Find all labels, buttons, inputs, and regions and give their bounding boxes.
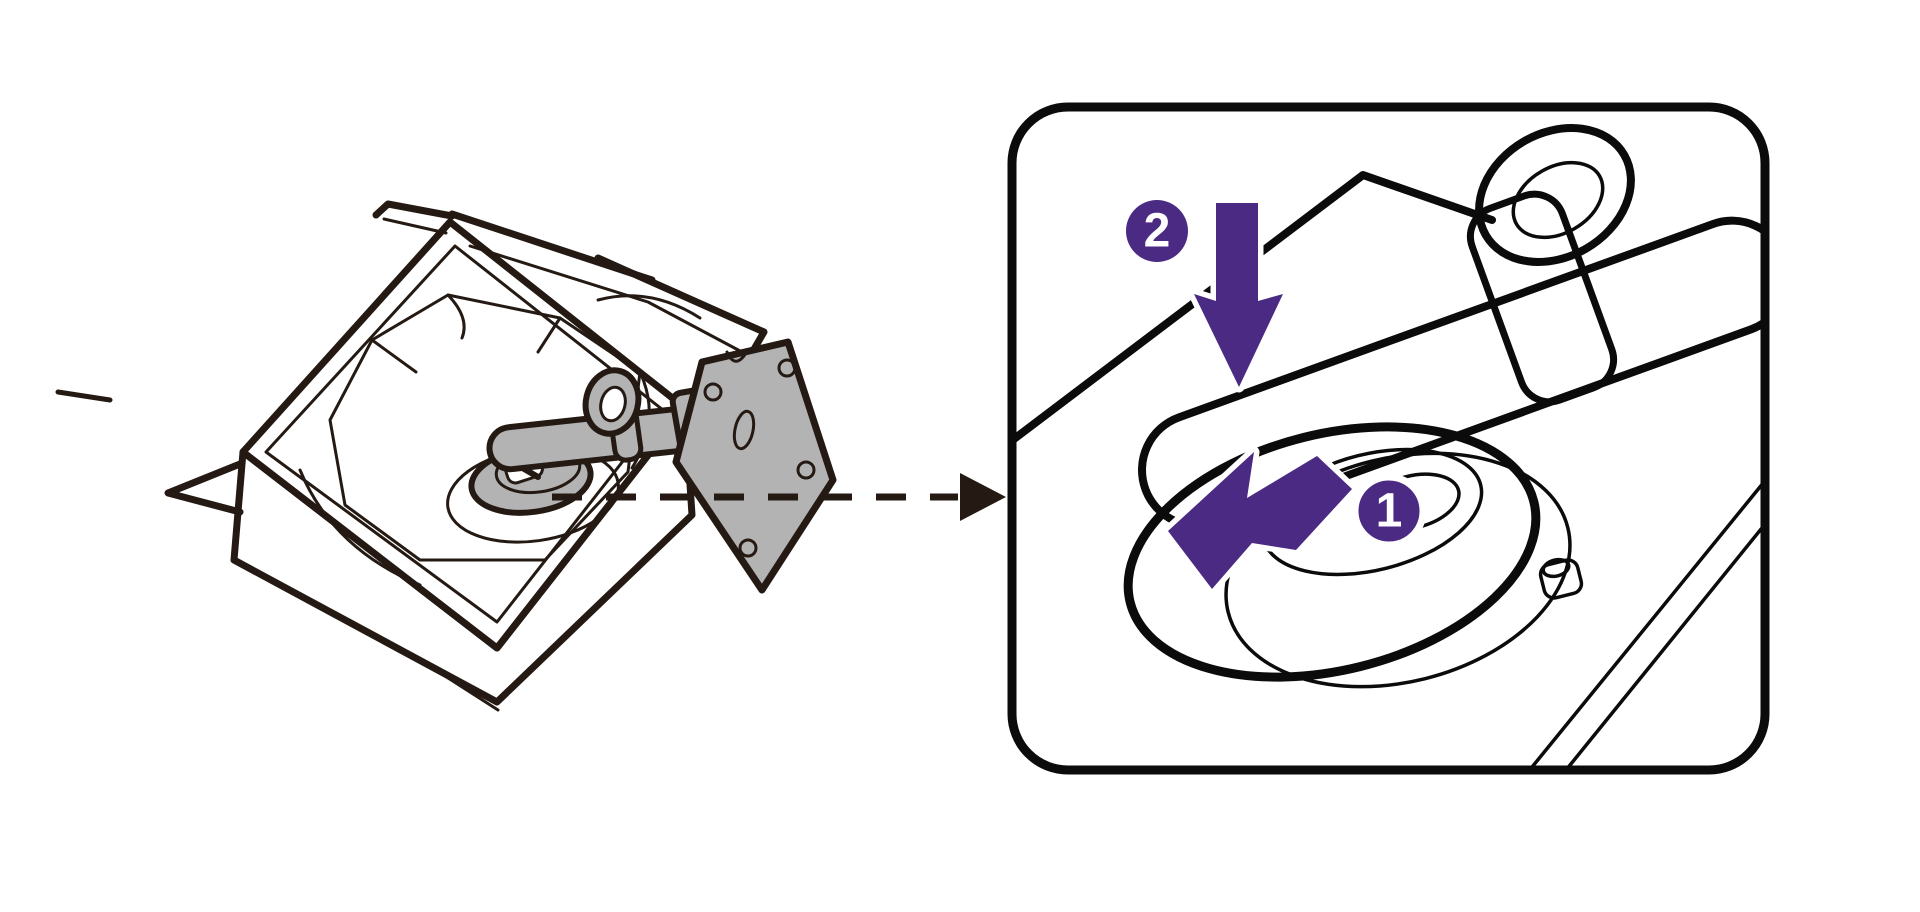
detail-panel-frame [1007,102,1770,775]
step-2-badge [1126,200,1188,262]
step-2-indicator: 2 [1126,197,1289,393]
carton-edge-zoom [1016,171,1496,446]
foam-crease-line [536,316,562,354]
step-2-number: 2 [1144,205,1171,258]
foam-knob-top [1541,557,1571,579]
carton-right-flap-inner-line [468,244,744,354]
vesa-plate [672,338,837,594]
step-1-indicator: 1 [1162,446,1427,595]
vesa-top-notch [725,350,748,363]
packed-box-illustration [55,200,837,712]
vesa-screw-hole [738,538,758,558]
vesa-screw-hole [703,382,723,402]
step-1-badge [1351,473,1427,549]
velcro-strap-loop-hole-zoom [1511,160,1605,240]
dashed-connector-arrow [552,473,1006,521]
foam-contour-line [596,294,702,320]
foam-contour-line [298,468,422,587]
foam-tray-edge-line [1526,480,1761,766]
foam-crease-line [446,293,466,340]
packaging-edge-line [55,389,113,403]
vesa-screw-hole [796,460,816,480]
monitor-base-zoom [1123,422,1541,682]
foam-tray-edge-line [1560,516,1761,766]
foam-knob [1538,558,1584,600]
foam-base-recess-circle-zoom [1224,451,1572,689]
velcro-strap-band-zoom [1466,190,1618,406]
velcro-strap-loop-hole-small [599,385,627,423]
carton-top-flap-inner-line [382,217,448,235]
detail-panel-content: 2 1 [1016,124,1761,766]
detail-panel: 2 1 [1007,102,1770,775]
foam-crease-line [370,338,418,374]
vesa-slot [732,409,756,451]
carton-top-flap [372,200,456,220]
carton-left-flap [164,460,244,516]
carton-rim-inner-line [264,244,665,624]
velcro-strap-loop-zoom [1475,124,1635,266]
vesa-screw-hole [777,358,797,378]
arrowhead-right-icon [960,473,1006,521]
arrow-down-icon [1188,197,1289,393]
step-1-number: 1 [1376,485,1403,538]
carton-bottom-flap-line [418,658,500,712]
monitor-stand-arm-zoom [1138,216,1761,530]
arrow-left-icon [1162,446,1358,595]
